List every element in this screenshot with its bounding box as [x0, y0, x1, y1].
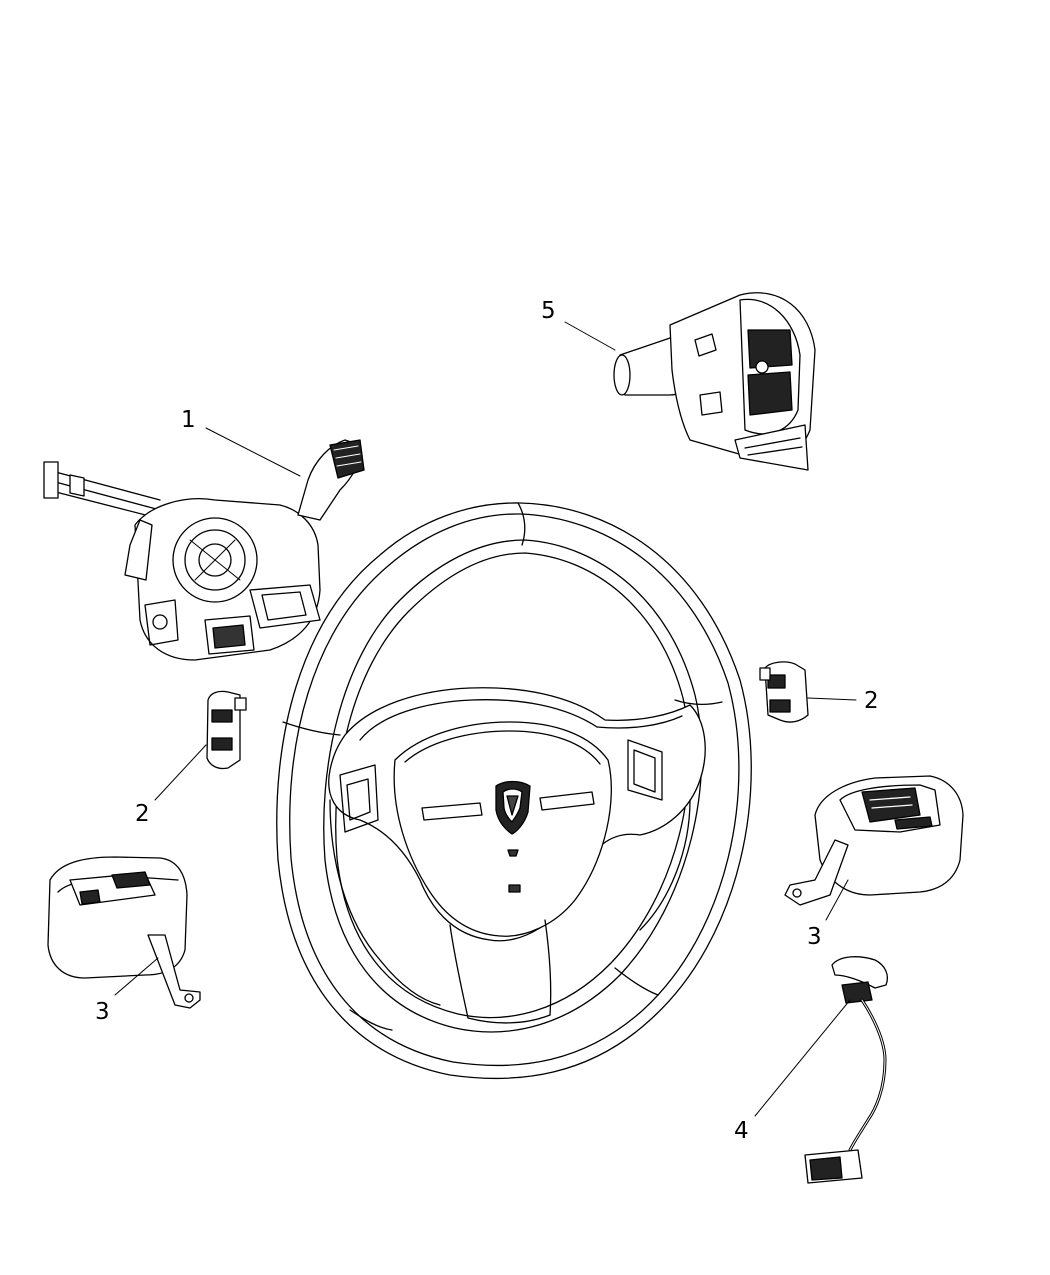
callout-3-left: 3: [95, 999, 110, 1025]
callout-1: 1: [181, 407, 196, 433]
part-3-cover-right: [785, 776, 963, 905]
callout-2-right: 2: [864, 688, 879, 714]
part-3-cover-left: [48, 857, 200, 1008]
ram-emblem-icon: [496, 782, 530, 835]
callout-2-left: 2: [135, 801, 150, 827]
part-2-switch-right: [760, 662, 808, 722]
callout-3-right: 3: [807, 924, 822, 950]
callout-5: 5: [541, 298, 556, 324]
steering-wheel: [277, 503, 751, 1078]
leader-lines: [115, 322, 856, 1116]
part-5-motor: [614, 293, 815, 470]
part-4-wire-harness: [805, 957, 887, 1183]
part-1-multifunction-switch: [44, 440, 364, 660]
callout-4: 4: [734, 1118, 749, 1144]
part-2-switch-left: [207, 691, 246, 768]
